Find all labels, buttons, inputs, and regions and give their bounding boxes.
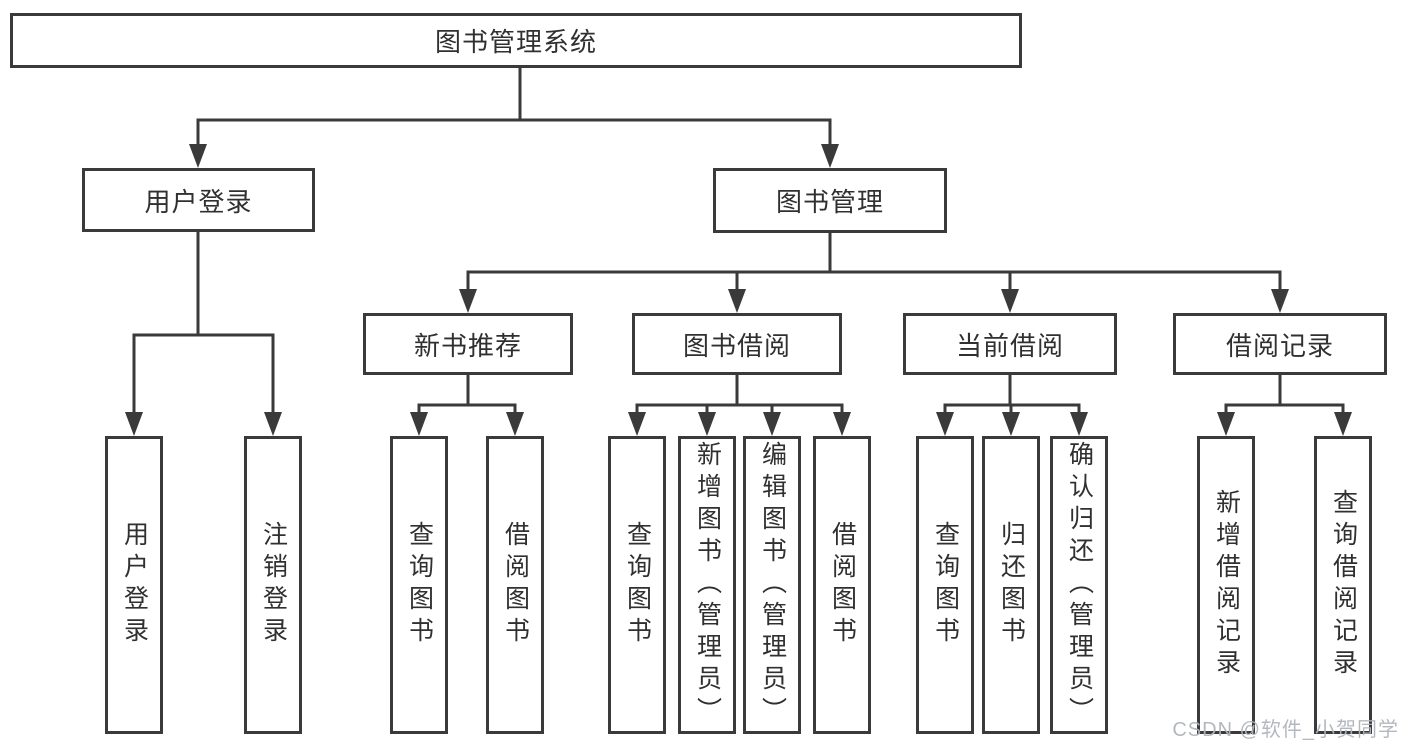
node-book-management: 图书管理 [713,168,947,233]
node-current-borrow: 当前借阅 [903,313,1117,375]
node-label: 图书管理 [775,187,884,217]
leaf-label: 归还图书 [997,521,1026,649]
leaf-label: 借阅图书 [828,521,857,649]
leaf-label: 查询图书 [405,521,434,649]
leaf-add-borrow-record: 新增借阅记录 [1197,436,1255,734]
leaf-label: 查询图书 [623,521,652,649]
node-label: 用户登录 [144,186,253,217]
leaf-label: 编辑图书（管理员） [758,441,787,729]
node-new-book-recommend: 新书推荐 [363,313,573,375]
node-label: 新书推荐 [413,330,522,361]
leaf-edit-book-admin: 编辑图书（管理员） [743,436,801,734]
leaf-return-book: 归还图书 [982,436,1040,734]
leaf-query-book-borrow: 查询图书 [608,436,666,734]
leaf-query-borrow-record: 查询借阅记录 [1314,436,1372,734]
leaf-logout: 注销登录 [244,436,302,734]
leaf-label: 用户登录 [120,521,149,649]
leaf-label: 新增借阅记录 [1212,489,1241,681]
node-label: 图书管理系统 [434,27,597,57]
node-label: 当前借阅 [955,330,1064,361]
leaf-borrow-book: 借阅图书 [813,436,871,734]
leaf-label: 确认归还（管理员） [1065,441,1094,729]
leaf-label: 注销登录 [259,521,288,649]
leaf-label: 查询借阅记录 [1329,489,1358,681]
leaf-label: 新增图书（管理员） [693,441,722,729]
csdn-watermark: CSDN @软件_小贺同学 [1172,719,1399,741]
leaf-borrow-book-recommend: 借阅图书 [486,436,544,734]
node-label: 借阅记录 [1225,330,1334,361]
leaf-query-book-recommend: 查询图书 [390,436,448,734]
node-user-login: 用户登录 [82,168,315,232]
leaf-label: 查询图书 [931,521,960,649]
leaf-confirm-return-admin: 确认归还（管理员） [1050,436,1108,734]
leaf-add-book-admin: 新增图书（管理员） [678,436,736,734]
node-library-management-system: 图书管理系统 [10,13,1022,68]
node-label: 图书借阅 [682,330,791,361]
node-borrow-records: 借阅记录 [1173,313,1387,375]
leaf-user-login: 用户登录 [105,436,163,734]
leaf-query-book-current: 查询图书 [916,436,974,734]
node-book-borrow: 图书借阅 [632,313,842,375]
leaf-label: 借阅图书 [501,521,530,649]
arrowheads [125,144,1352,436]
